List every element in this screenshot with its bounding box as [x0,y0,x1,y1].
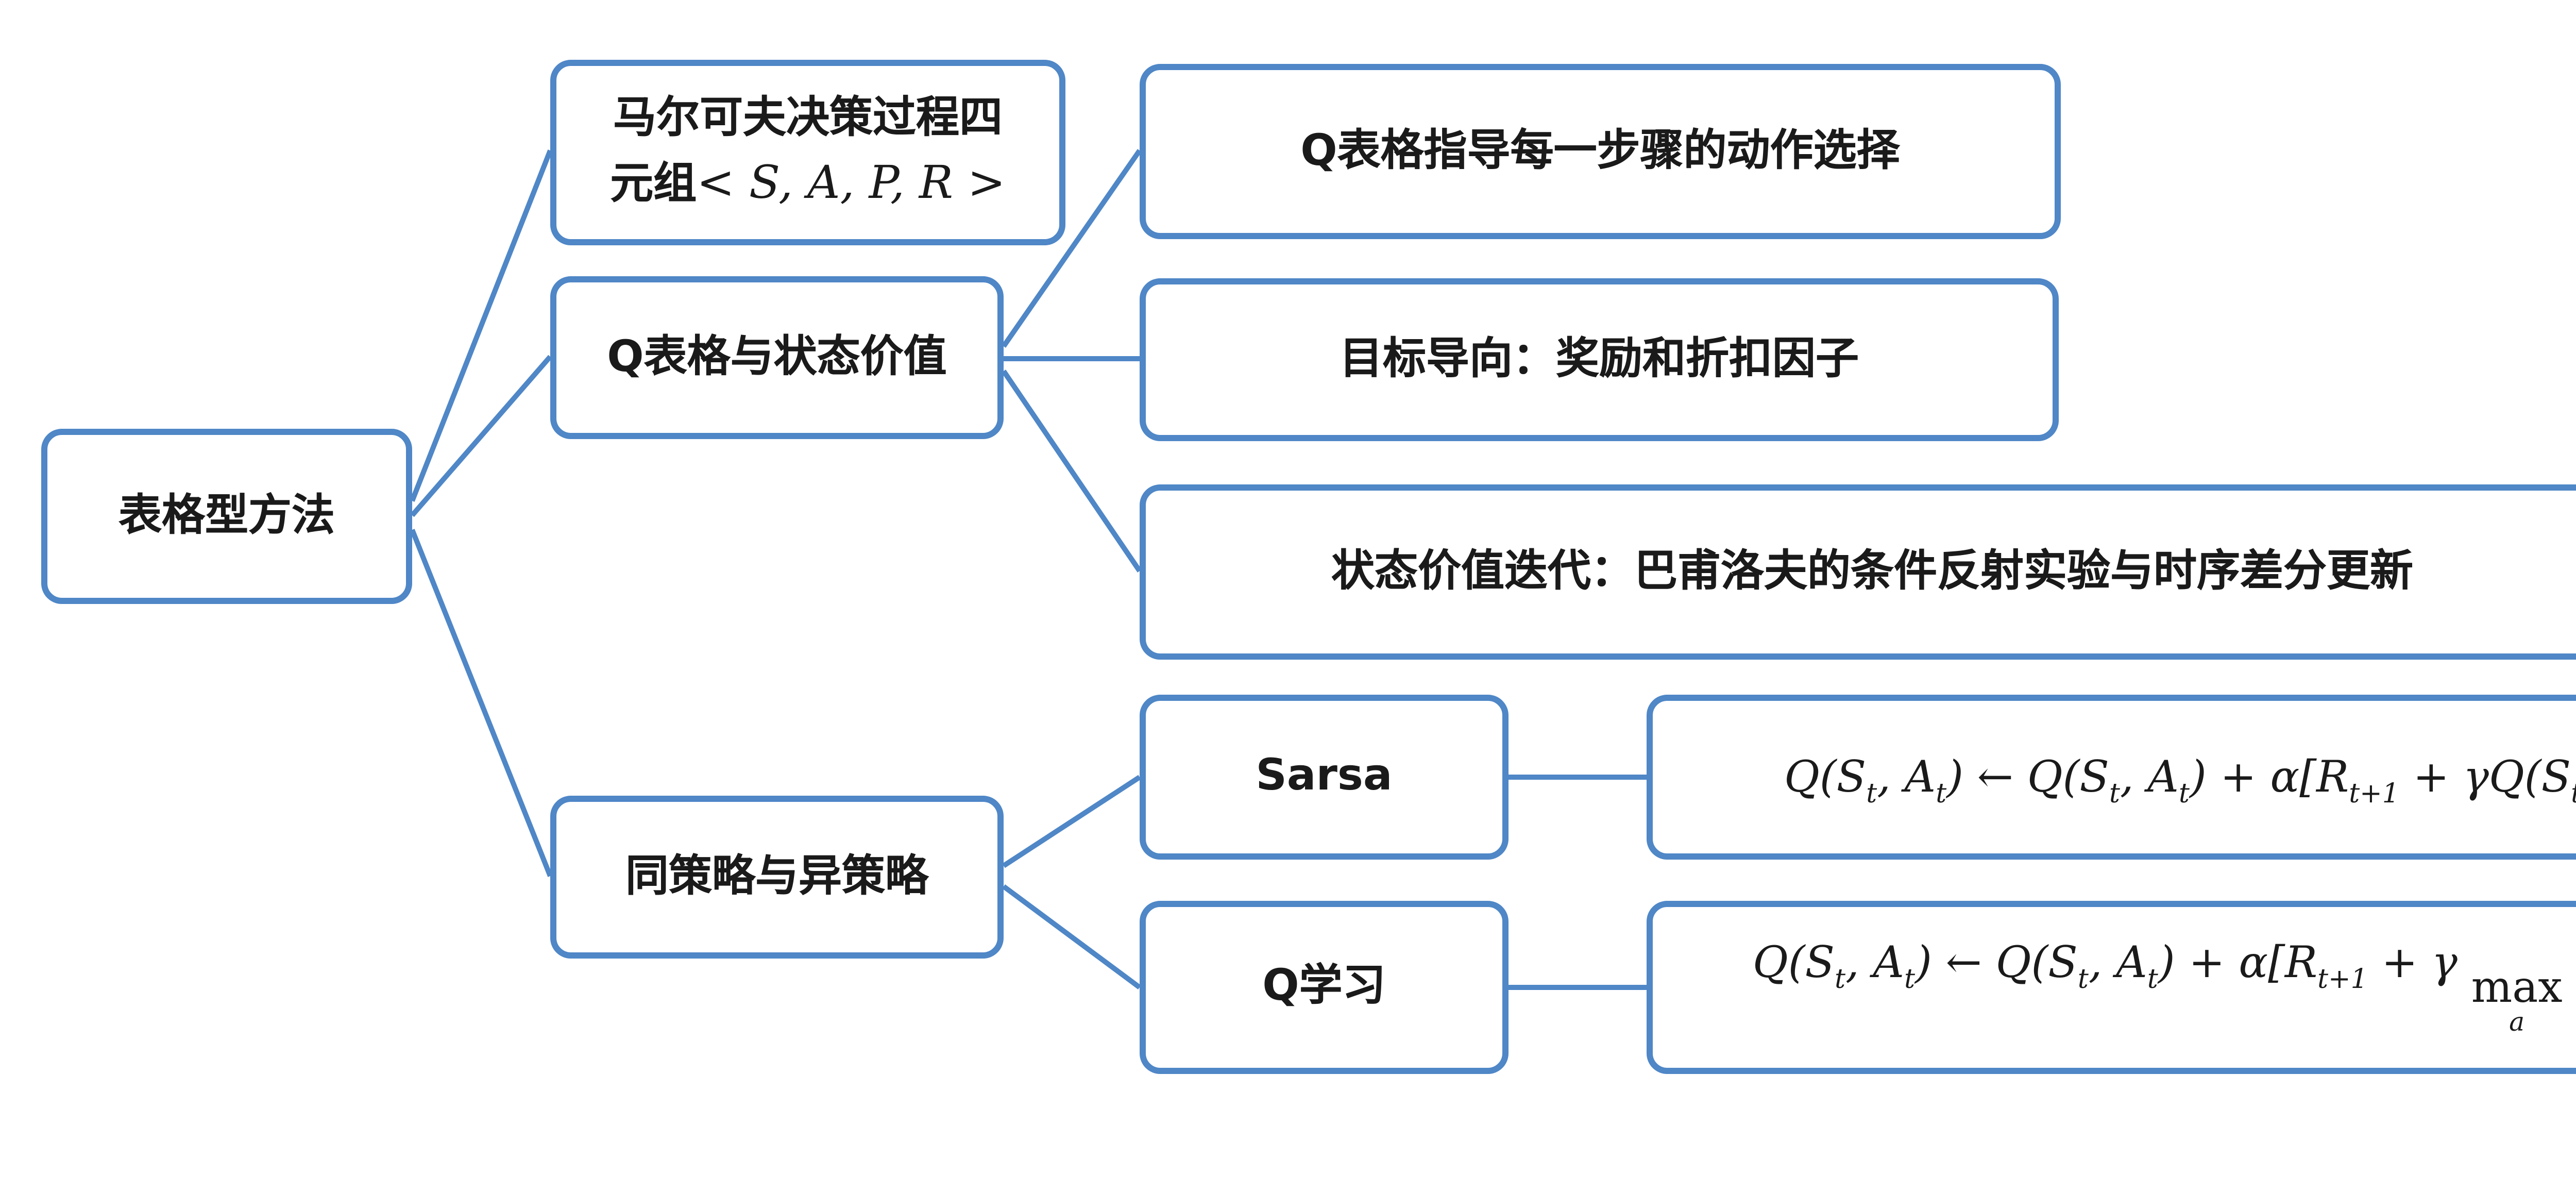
mdp-tuple-math: < S, A, P, R > [697,159,1006,211]
qtable-child-label: 目标导向：奖励和折扣因子 [1340,333,1859,383]
qtable-label: Q表格与状态价值 [607,331,947,381]
qtable-child-label: 状态价值迭代：巴甫洛夫的条件反射实验与时序差分更新 [1331,546,2413,595]
mdp-label-line2: 元组 [610,159,697,209]
qtable-child-goal-oriented: 目标导向：奖励和折扣因子 [1140,278,2059,441]
mdp-label: 马尔可夫决策过程四 元组< S, A, P, R > [610,86,1006,219]
root-node: 表格型方法 [41,429,412,604]
qtable-node: Q表格与状态价值 [550,276,1004,439]
sarsa-label: Sarsa [1256,751,1393,800]
root-label: 表格型方法 [118,490,335,540]
qtable-child-action-selection: Q表格指导每一步骤的动作选择 [1140,64,2061,239]
connector-root-policy [410,529,553,877]
connector-qtable-child0 [1001,149,1142,348]
policy-label: 同策略与异策略 [625,851,928,900]
qtable-child-label: Q表格指导每一步骤的动作选择 [1300,125,1900,175]
mdp-label-line1: 马尔可夫决策过程四 [613,92,1003,142]
mdp-node: 马尔可夫决策过程四 元组< S, A, P, R > [550,60,1065,245]
connector-policy-qlearn [1002,884,1141,990]
policy-node: 同策略与异策略 [550,796,1004,959]
sarsa-update-formula: Q(St, At) ← Q(St, At) + α[Rt+1 + γQ(St+1… [1647,695,2576,860]
connector-policy-sarsa [1002,775,1141,868]
qlearning-label: Q学习 [1262,961,1386,1011]
connector-qtable-child2 [1001,370,1142,573]
qtable-child-value-iteration: 状态价值迭代：巴甫洛夫的条件反射实验与时序差分更新 [1140,484,2576,660]
connector-root-mdp [410,149,553,502]
sarsa-node: Sarsa [1140,695,1509,860]
connector-root-qtable [410,355,552,517]
qlearning-node: Q学习 [1140,901,1509,1074]
sarsa-formula-text: Q(St, At) ← Q(St, At) + α[Rt+1 + γQ(St+1… [1784,752,2576,811]
